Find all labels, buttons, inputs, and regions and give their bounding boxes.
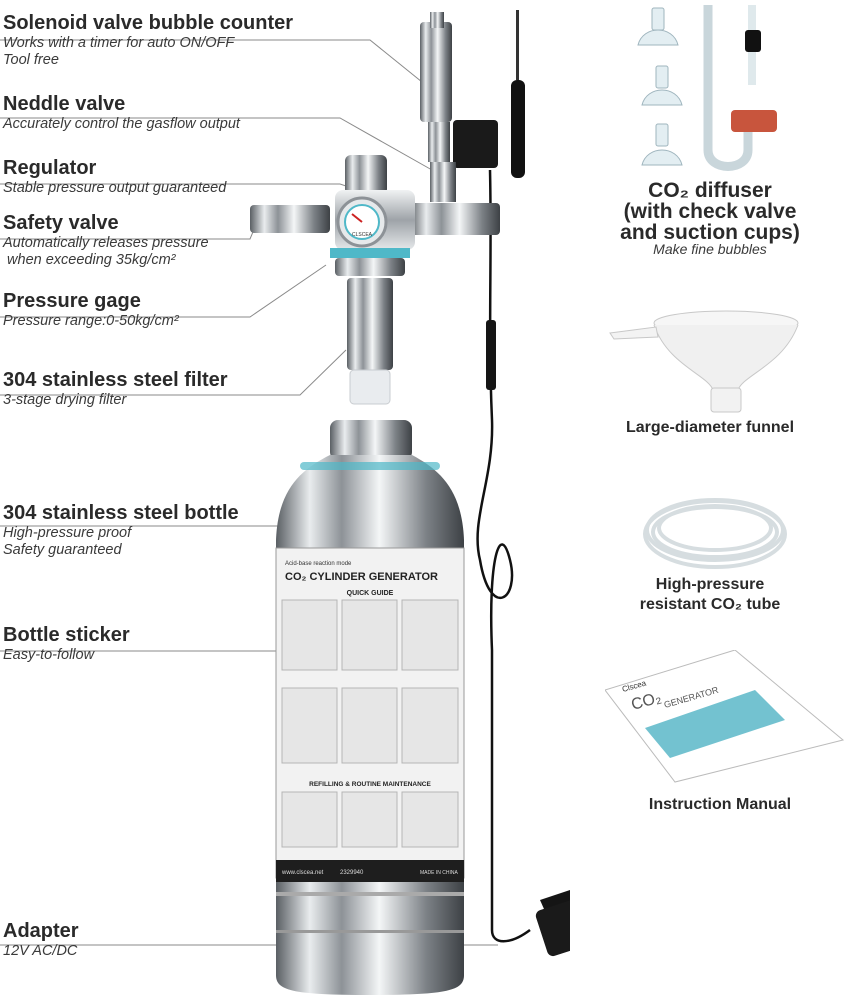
label-safety-sub-1: Automatically releases pressure [3,235,209,251]
label-sticker-title: Bottle sticker [3,624,130,646]
diffuser-title-1: CO₂ diffuser [648,179,772,202]
manual-label: Instruction Manual [648,796,792,813]
label-gage: Pressure gage Pressure range:0-50kg/cm² [3,290,179,330]
tube-illustration [643,498,787,569]
label-sticker-sub: Easy-to-follow [3,647,95,663]
manual-illustration: Clscea CO₂ GENERATOR [605,650,845,783]
sticker-website: www.clscea.net [281,870,324,876]
label-sticker: Bottle sticker Easy-to-follow [3,624,130,664]
label-adapter-title: Adapter [3,920,79,942]
label-adapter: Adapter 12V AC/DC [3,920,79,960]
suction-cup-icon [641,89,683,106]
label-solenoid: Solenoid valve bubble counter Works with… [3,12,293,69]
label-regulator: Regulator Stable pressure output guarant… [3,157,226,197]
label-gage-title: Pressure gage [3,290,141,312]
label-safety: Safety valve Automatically releases pres… [3,212,209,269]
label-regulator-title: Regulator [3,157,97,179]
label-filter-sub: 3-stage drying filter [3,392,127,408]
leader-line-solenoid [0,39,423,83]
leader-line-needle [0,117,433,171]
diffuser-disc-icon [731,110,777,132]
gauge-brand: CLSCEA [352,232,373,238]
diffuser-title: CO₂ diffuser (with check valve and sucti… [600,180,820,243]
sticker-made-in: MADE IN CHINA [420,870,458,876]
label-regulator-sub: Stable pressure output guaranteed [3,180,227,196]
diffuser-title-3: and suction cups) [620,221,800,244]
label-needle-sub: Accurately control the gasflow output [3,116,240,132]
funnel-illustration [609,310,799,413]
label-solenoid-sub-2: Tool free [3,52,59,68]
label-gage-sub: Pressure range:0-50kg/cm² [3,313,179,329]
co2-generator-illustration: CLSCEA Acid-base reaction mode CO₂ CYLIN… [250,10,570,995]
sticker-title: CO₂ CYLINDER GENERATOR [285,571,438,583]
tube-label-1: High-pressure [655,576,765,593]
label-bottle-title: 304 stainless steel bottle [3,502,239,524]
label-bottle-sub-2: Safety guaranteed [3,542,122,558]
suction-cup-icon [637,29,679,46]
suction-cup-icon [641,149,683,166]
funnel-label: Large-diameter funnel [625,419,795,436]
leader-line-filter [0,349,347,396]
label-bottle: 304 stainless steel bottle High-pressure… [3,502,239,559]
label-adapter-sub: 12V AC/DC [3,943,78,959]
diffuser-sub: Make fine bubbles [653,241,767,257]
label-solenoid-sub-1: Works with a timer for auto ON/OFF [3,35,235,51]
leader-line-gage [0,264,327,318]
label-bottle-sub-1: High-pressure proof [3,525,132,541]
tube-label: High-pressure resistant CO₂ tube [600,575,820,615]
check-valve-icon [745,30,761,52]
sticker-quick-guide: QUICK GUIDE [347,590,394,597]
label-solenoid-title: Solenoid valve bubble counter [3,12,294,34]
label-safety-sub-2: when exceeding 35kg/cm² [3,252,176,268]
diffuser-title-2: (with check valve [623,200,797,223]
diffuser-illustration [637,5,777,171]
label-needle-title: Neddle valve [3,93,126,115]
label-filter: 304 stainless steel filter 3-stage dryin… [3,369,228,409]
label-needle: Neddle valve Accurately control the gasf… [3,93,240,133]
label-filter-title: 304 stainless steel filter [3,369,228,391]
sticker-mode: Acid-base reaction mode [285,561,352,567]
tube-label-2: resistant CO₂ tube [639,596,781,613]
sticker-code: 2329940 [340,870,364,876]
label-safety-title: Safety valve [3,212,119,234]
sticker-refill: REFILLING & ROUTINE MAINTENANCE [309,781,431,788]
